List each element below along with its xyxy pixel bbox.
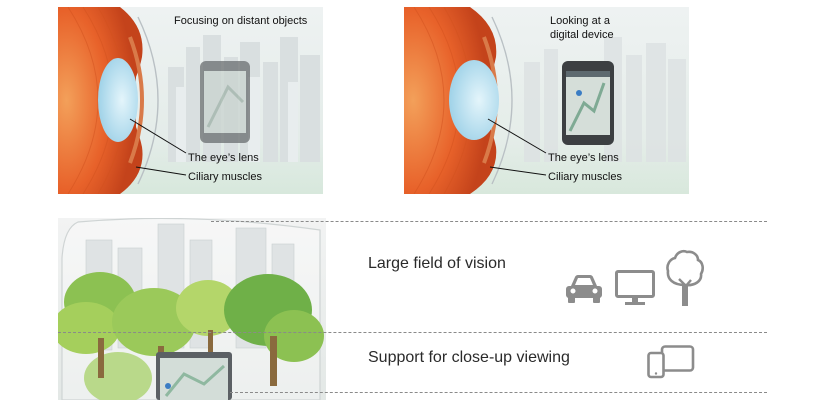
lens-label: The eye’s lens [188, 152, 259, 164]
phone-sharp [562, 61, 614, 145]
eye-lens [98, 58, 138, 142]
phone-tablet-icon [647, 345, 695, 379]
muscle-label: Ciliary muscles [548, 171, 622, 183]
feature-large-field-label: Large field of vision [368, 255, 506, 272]
caption-device-line2: digital device [550, 29, 614, 41]
monitor-icon [615, 270, 655, 305]
trees [58, 272, 324, 400]
caption-distant: Focusing on distant objects [174, 15, 308, 27]
eye-lens [449, 60, 499, 140]
car-icon [566, 275, 602, 303]
eye-panel-distant: Focusing on distant objects The eye’s le… [58, 7, 323, 194]
lens-view-illustration [58, 218, 326, 400]
muscle-label: Ciliary muscles [188, 171, 262, 183]
eye-illustration-device [404, 7, 689, 194]
feature-close-up-label: Support for close-up viewing [368, 349, 570, 366]
eye-illustration-distant [58, 7, 323, 194]
divider-top [211, 221, 767, 222]
eye-panel-device: Looking at a digital device The eye’s le… [404, 7, 689, 194]
divider-middle [58, 332, 767, 333]
lens-label: The eye’s lens [548, 152, 619, 164]
divider-bottom [230, 392, 767, 393]
tablet [156, 352, 232, 400]
tree-icon [666, 249, 704, 306]
caption-device-line1: Looking at a [550, 15, 610, 27]
phone-blurred [200, 61, 250, 143]
